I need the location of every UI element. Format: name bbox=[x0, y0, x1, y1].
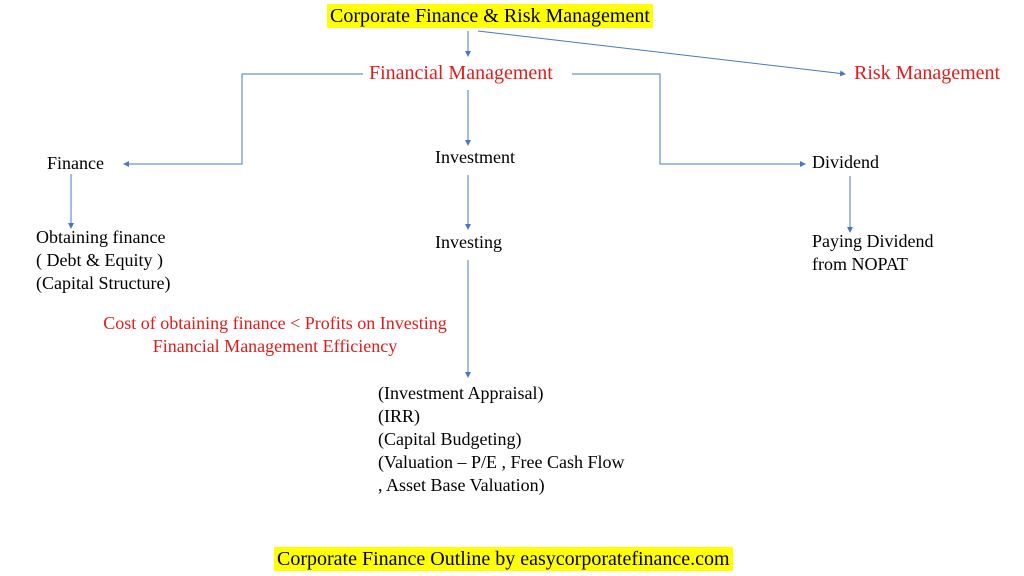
detail-line: Obtaining finance bbox=[36, 227, 166, 247]
dividend-node: Dividend bbox=[812, 152, 879, 172]
dividend-details: Paying Dividend from NOPAT bbox=[812, 230, 934, 276]
note-line: Cost of obtaining finance < Profits on I… bbox=[103, 313, 447, 333]
detail-line: (Valuation – P/E , Free Cash Flow bbox=[378, 452, 625, 472]
detail-line: Paying Dividend bbox=[812, 231, 934, 251]
detail-line: (Capital Structure) bbox=[36, 273, 171, 293]
detail-line: , Asset Base Valuation) bbox=[378, 475, 545, 495]
investing-node: Investing bbox=[435, 232, 502, 252]
finance-node: Finance bbox=[47, 153, 104, 173]
finance-details: Obtaining finance ( Debt & Equity ) (Cap… bbox=[36, 226, 170, 295]
investing-details: (Investment Appraisal) (IRR) (Capital Bu… bbox=[378, 382, 624, 497]
arrow-fm-to-dividend bbox=[572, 73, 806, 167]
detail-line: (IRR) bbox=[378, 406, 420, 426]
arrow-fm-to-finance bbox=[123, 73, 363, 167]
investment-node: Investment bbox=[435, 147, 515, 167]
arrow-title-to-rm bbox=[477, 30, 846, 77]
efficiency-note: Cost of obtaining finance < Profits on I… bbox=[90, 312, 460, 358]
risk-management-node: Risk Management bbox=[854, 62, 1001, 84]
detail-line: ( Debt & Equity ) bbox=[36, 250, 163, 270]
diagram-title: Corporate Finance & Risk Management bbox=[327, 4, 653, 28]
note-line: Financial Management Efficiency bbox=[152, 336, 398, 356]
detail-line: from NOPAT bbox=[812, 254, 908, 274]
footer-caption: Corporate Finance Outline by easycorpora… bbox=[274, 547, 733, 571]
detail-line: (Investment Appraisal) bbox=[378, 383, 544, 403]
detail-line: (Capital Budgeting) bbox=[378, 429, 522, 449]
financial-management-node: Financial Management bbox=[369, 62, 553, 84]
